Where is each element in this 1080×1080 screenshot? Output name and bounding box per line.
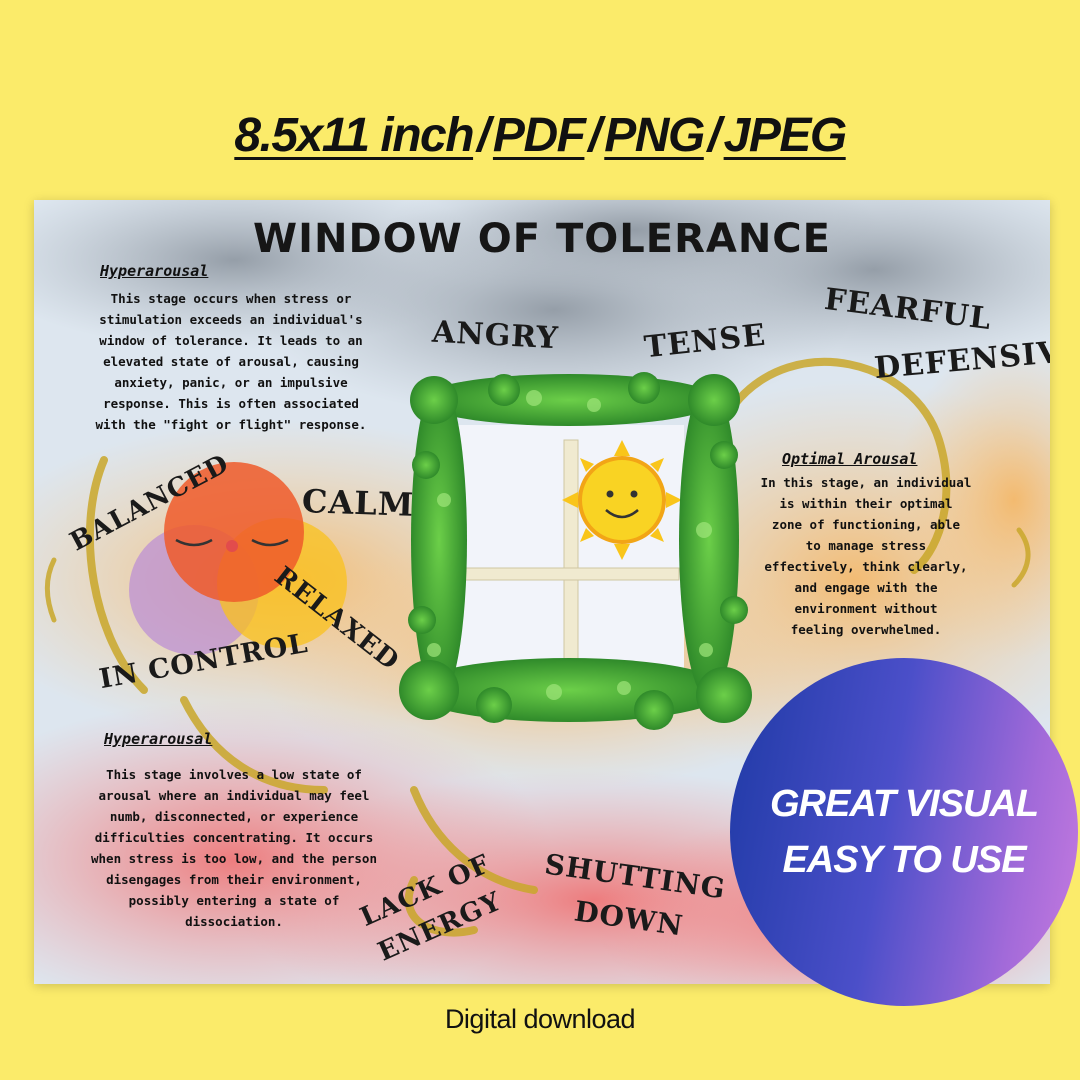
promo-badge: GREAT VISUAL EASY TO USE — [730, 658, 1078, 1006]
word-angry: ANGRY — [431, 314, 560, 357]
hyperarousal-heading-bottom: Hyperarousal — [104, 730, 213, 748]
poster-title: WINDOW OF TOLERANCE — [252, 216, 831, 262]
separator: / — [588, 109, 601, 162]
promo-line-2: EASY TO USE — [782, 839, 1026, 881]
format-header: 8.5x11 inch/PDF/PNG/JPEG — [0, 108, 1080, 163]
format-size: 8.5x11 inch — [234, 109, 474, 162]
vine-frame — [399, 372, 752, 730]
format-jpeg: JPEG — [723, 109, 848, 162]
storm-clouds — [34, 200, 1050, 420]
gold-swirl — [44, 357, 1031, 937]
venn-circles — [129, 462, 347, 655]
poster-artwork — [34, 200, 1050, 984]
hyperarousal-text-top: This stage occurs when stress or stimula… — [95, 291, 367, 432]
format-png: PNG — [604, 109, 705, 162]
optimal-arousal-heading: Optimal Arousal — [782, 450, 918, 468]
footer-caption: Digital download — [444, 1004, 636, 1034]
promo-line-1: GREAT VISUAL — [769, 783, 1039, 825]
optimal-arousal-text: In this stage, an individual is within t… — [760, 475, 972, 637]
window-illustration — [399, 372, 752, 730]
format-pdf: PDF — [492, 109, 586, 162]
separator: / — [707, 109, 721, 162]
hyperarousal-heading-top: Hyperarousal — [100, 262, 209, 280]
poster-preview: WINDOW OF TOLERANCE Hyperarousal This st… — [34, 200, 1050, 984]
word-calm: CALM — [301, 482, 415, 524]
separator: / — [477, 109, 490, 162]
hyperarousal-text-bottom: This stage involves a low state of arous… — [91, 767, 377, 929]
sun-icon — [562, 440, 682, 560]
